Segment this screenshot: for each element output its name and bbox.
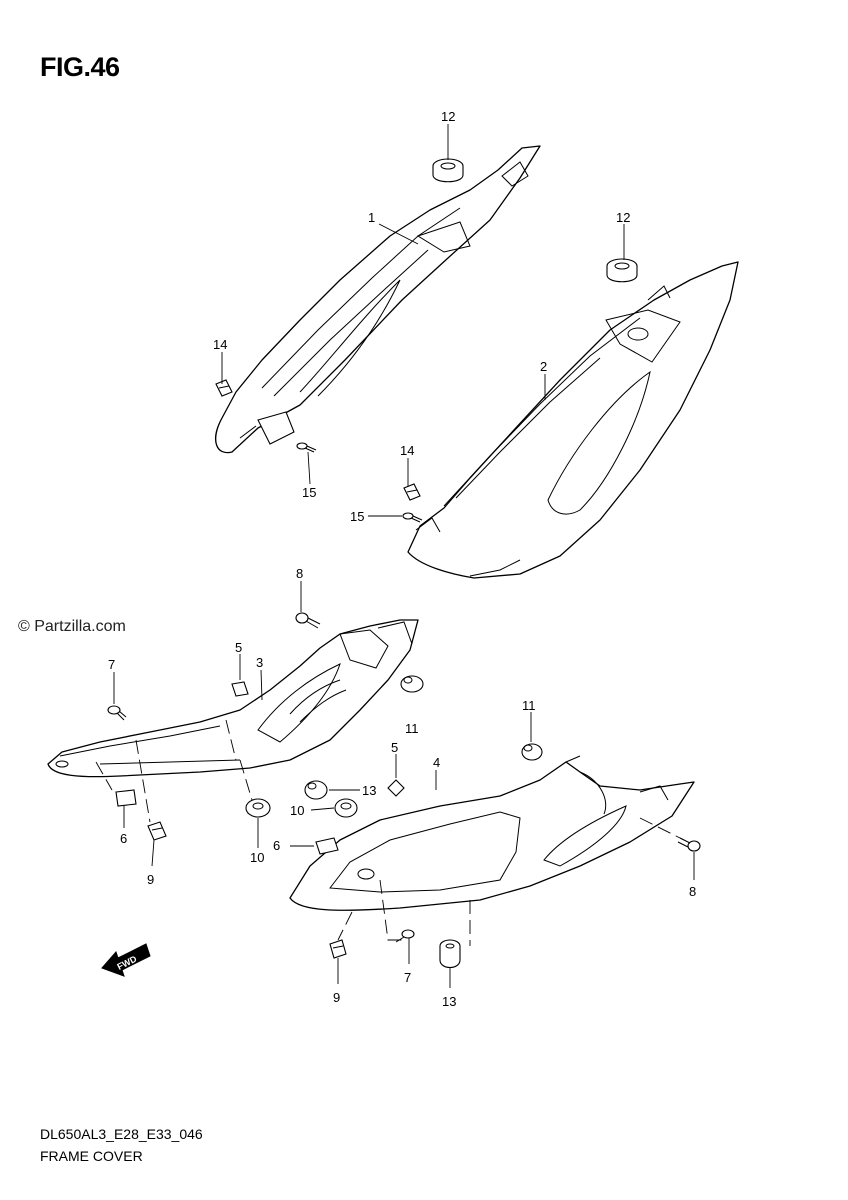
tape-5-right[interactable] <box>387 779 405 797</box>
callout-8-right: 8 <box>689 884 696 899</box>
callout-7-left: 7 <box>108 657 115 672</box>
screw-15-left[interactable] <box>296 442 317 453</box>
callout-labels: 12 1 12 14 2 14 15 15 8 5 3 7 11 11 5 4 … <box>108 109 696 1009</box>
forward-arrow: FWD <box>101 943 151 977</box>
nut-9-left[interactable] <box>147 821 167 841</box>
callout-13-left: 13 <box>362 783 376 798</box>
damper-13-right[interactable] <box>439 939 461 969</box>
callout-11-middle: 11 <box>405 721 419 736</box>
callout-12-upper: 12 <box>441 109 455 124</box>
callout-14-right: 14 <box>400 443 414 458</box>
part-2-right-frame-cover[interactable] <box>407 261 739 579</box>
part-3-lower-left-cover[interactable] <box>47 619 419 778</box>
bushing-10-right[interactable] <box>334 798 358 818</box>
callout-5-upper: 5 <box>235 640 242 655</box>
callout-7-right: 7 <box>404 970 411 985</box>
figure-title: FIG.46 <box>40 52 120 82</box>
leader-lines <box>95 124 695 988</box>
callout-12-right: 12 <box>616 210 630 225</box>
cushion-6-left[interactable] <box>115 789 137 807</box>
screw-8-upper[interactable] <box>295 612 321 629</box>
callout-10-right: 10 <box>290 803 304 818</box>
callout-15-left: 15 <box>302 485 316 500</box>
part-1-left-frame-cover[interactable] <box>215 145 541 454</box>
screw-7-right[interactable] <box>395 929 415 943</box>
nut-9-right[interactable] <box>329 939 347 959</box>
damper-bushing-upper[interactable] <box>400 675 424 693</box>
diagram-code: DL650AL3_E28_E33_046 <box>40 1126 203 1142</box>
watermark: © Partzilla.com <box>18 618 126 635</box>
part-4-lower-right-cover[interactable] <box>289 755 695 911</box>
callout-14-left: 14 <box>213 337 227 352</box>
screw-7-left[interactable] <box>107 705 127 721</box>
screw-8-right[interactable] <box>677 837 701 852</box>
callout-3: 3 <box>256 655 263 670</box>
callout-9-left: 9 <box>147 872 154 887</box>
callout-13-right: 13 <box>442 994 456 1009</box>
screw-15-right[interactable] <box>402 512 423 523</box>
callout-11-right: 11 <box>522 698 536 713</box>
callout-6-left: 6 <box>120 831 127 846</box>
bushing-10-left[interactable] <box>245 798 271 818</box>
clip-14-left[interactable] <box>215 379 233 397</box>
grommet-12-upper[interactable] <box>432 158 464 183</box>
callout-10-left: 10 <box>250 850 264 865</box>
callout-4: 4 <box>433 755 440 770</box>
callout-5-right: 5 <box>391 740 398 755</box>
callout-15-right: 15 <box>350 509 364 524</box>
clip-14-right[interactable] <box>403 483 421 501</box>
grommet-12-right[interactable] <box>606 258 638 283</box>
callout-9-right: 9 <box>333 990 340 1005</box>
tape-5-upper[interactable] <box>231 681 249 697</box>
callout-8-upper: 8 <box>296 566 303 581</box>
callout-1: 1 <box>368 210 375 225</box>
callout-6-right: 6 <box>273 838 280 853</box>
damper-11[interactable] <box>521 743 543 761</box>
diagram-name: FRAME COVER <box>40 1148 143 1164</box>
callout-2: 2 <box>540 359 547 374</box>
damper-bushing-13-left[interactable] <box>304 780 328 800</box>
cushion-6-right[interactable] <box>315 837 339 855</box>
